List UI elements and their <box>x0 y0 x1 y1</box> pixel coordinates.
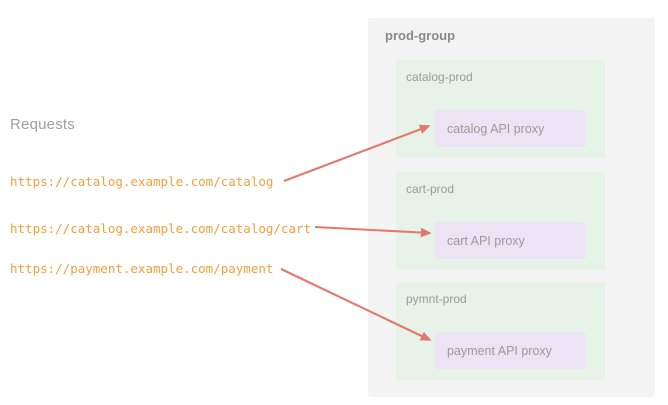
subgroup-catalog-prod: catalog-prod catalog API proxy <box>396 60 605 158</box>
requests-heading: Requests <box>10 116 75 133</box>
request-url-payment: https://payment.example.com/payment <box>10 261 274 276</box>
subgroup-cart-prod: cart-prod cart API proxy <box>396 172 605 270</box>
subgroup-label-pymnt-prod: pymnt-prod <box>406 292 467 306</box>
proxy-label-cart: cart API proxy <box>447 233 525 248</box>
request-url-catalog: https://catalog.example.com/catalog <box>10 174 274 189</box>
proxy-label-catalog: catalog API proxy <box>447 121 545 136</box>
subgroup-label-catalog-prod: catalog-prod <box>406 70 473 84</box>
proxy-label-payment: payment API proxy <box>447 343 552 358</box>
proxy-box-payment: payment API proxy <box>435 332 585 369</box>
prod-group-label: prod-group <box>385 28 456 43</box>
request-url-catalog-cart: https://catalog.example.com/catalog/cart <box>10 221 312 236</box>
proxy-box-catalog: catalog API proxy <box>435 110 585 147</box>
proxy-box-cart: cart API proxy <box>435 222 585 259</box>
subgroup-pymnt-prod: pymnt-prod payment API proxy <box>396 282 605 380</box>
prod-group-panel: prod-group catalog-prod catalog API prox… <box>368 18 655 397</box>
subgroup-label-cart-prod: cart-prod <box>406 182 455 196</box>
